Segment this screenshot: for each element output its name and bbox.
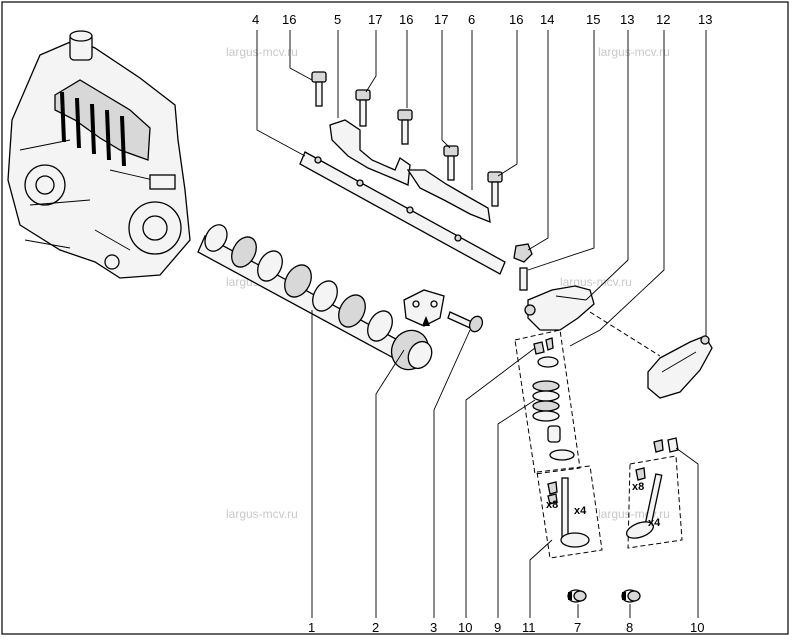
bolt <box>311 71 327 107</box>
callout-number: 17 <box>368 12 382 27</box>
engine-block-illustration <box>7 30 191 279</box>
callout-number: 13 <box>620 12 634 27</box>
valve-spring-group <box>532 337 575 461</box>
rocker-shaft <box>299 151 506 275</box>
adjusting-nut <box>513 243 533 263</box>
rocker-axis-line <box>589 311 661 357</box>
quantity-label: x8 <box>546 499 558 511</box>
diagram-frame <box>1 1 789 635</box>
bolt <box>397 109 413 145</box>
callout-number: 3 <box>430 620 437 635</box>
bottom-callout-numbers: 1 2 3 10 9 11 7 8 10 <box>308 620 704 635</box>
valve-stem-seal <box>621 589 641 603</box>
bolt <box>355 89 371 127</box>
rocker-arm <box>647 335 713 399</box>
callout-number: 15 <box>586 12 600 27</box>
watermark: largus-mcv.ru <box>226 45 298 59</box>
callout-number: 10 <box>690 620 704 635</box>
bolt <box>443 145 459 181</box>
adjusting-screw <box>519 267 528 291</box>
watermark: largus-mcv.ru <box>560 275 632 289</box>
bottom-leader-lines <box>311 310 699 618</box>
callout-number: 8 <box>626 620 633 635</box>
rocker-shaft-bracket <box>329 119 491 224</box>
valve-box-left <box>536 465 603 559</box>
callout-number: 9 <box>494 620 501 635</box>
valve-keepers <box>653 437 679 453</box>
quantity-label: x8 <box>632 481 644 493</box>
callout-number: 11 <box>522 620 536 635</box>
callout-number: 13 <box>698 12 712 27</box>
watermark: largus-mcv.ru <box>598 45 670 59</box>
callout-number: 2 <box>372 620 379 635</box>
callout-number: 5 <box>334 12 341 27</box>
quantity-label: x4 <box>574 505 587 517</box>
callout-number: 16 <box>509 12 523 27</box>
valve-stem-seal <box>567 589 587 603</box>
callout-number: 10 <box>458 620 472 635</box>
bolt <box>487 171 503 207</box>
camshaft <box>197 224 433 371</box>
camshaft-thrust-plate <box>403 289 445 327</box>
valve-right: x8 x4 <box>625 467 663 539</box>
valve-spring-group-box <box>514 329 581 475</box>
callout-number: 16 <box>399 12 413 27</box>
rocker-shaft-bolts <box>311 71 503 207</box>
callout-number: 14 <box>540 12 554 27</box>
thrust-plate-bolt <box>447 311 484 333</box>
quantity-label: x4 <box>648 517 661 529</box>
callout-number: 4 <box>252 12 259 27</box>
rocker-arm <box>524 285 595 331</box>
callout-number: 16 <box>282 12 296 27</box>
callout-number: 17 <box>434 12 448 27</box>
callout-number: 6 <box>468 12 475 27</box>
callout-number: 1 <box>308 620 315 635</box>
watermark: largus-mcv.ru <box>226 507 298 521</box>
valve-left: x8 x4 <box>546 477 590 548</box>
valve-box-right <box>627 455 683 549</box>
callout-number: 12 <box>656 12 670 27</box>
top-callout-numbers: 4 16 5 17 16 17 6 16 14 15 13 12 13 <box>252 12 712 27</box>
callout-number: 7 <box>574 620 581 635</box>
top-leader-lines <box>256 30 707 347</box>
